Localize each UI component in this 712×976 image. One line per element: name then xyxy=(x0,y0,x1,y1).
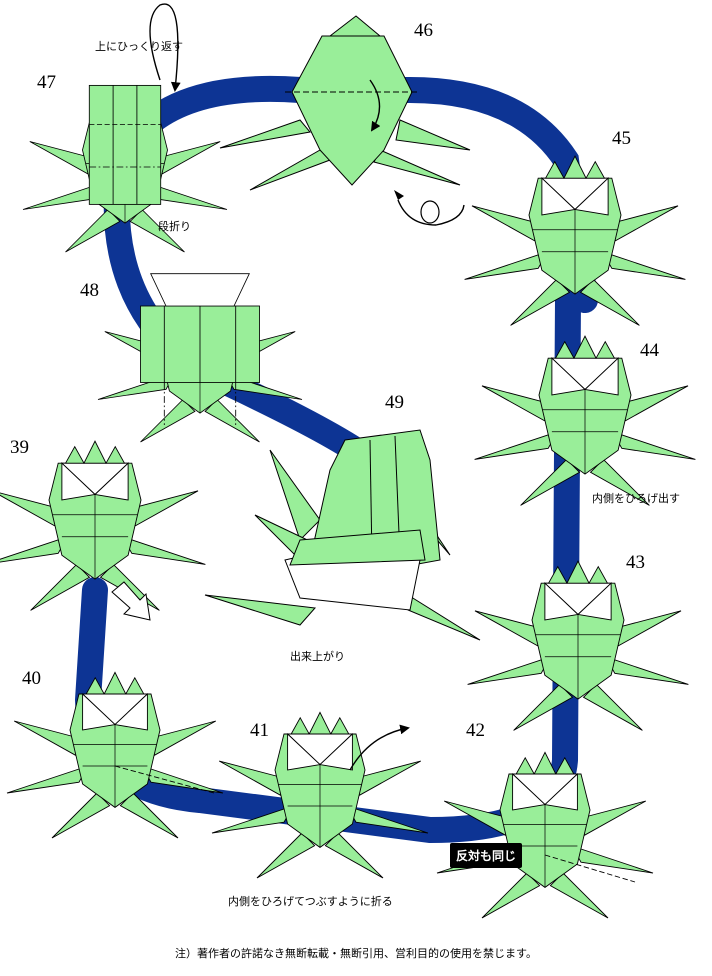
note-open-and-squash: 内側をひろげてつぶすように折る xyxy=(228,895,393,908)
note-flip-over: 上にひっくり返す xyxy=(95,40,183,53)
step-number-46: 46 xyxy=(414,20,433,41)
step-number-39: 39 xyxy=(10,437,29,458)
step-number-47: 47 xyxy=(37,72,56,93)
model-step-44 xyxy=(474,335,696,506)
step-number-43: 43 xyxy=(626,552,645,573)
step-number-42: 42 xyxy=(466,720,485,741)
step-number-45: 45 xyxy=(612,128,631,149)
model-step-48 xyxy=(97,273,303,443)
step-number-40: 40 xyxy=(22,668,41,689)
rotate-arrow-icon xyxy=(394,190,465,226)
model-step-40 xyxy=(6,671,224,839)
step-number-48: 48 xyxy=(80,280,99,301)
step-number-41: 41 xyxy=(250,720,269,741)
model-step-49 xyxy=(204,429,481,641)
copyright-notice: 注）著作者の許諾なき無断転載・無断引用、営利目的の使用を禁じます。 xyxy=(175,947,537,960)
note-step-fold: 段折り xyxy=(158,220,191,233)
note-finished: 出来上がり xyxy=(290,650,345,663)
note-pull-inside-out: 内側をひろげ出す xyxy=(592,492,680,505)
fold-arrow-icon xyxy=(349,724,410,771)
badge-same-opposite: 反対も同じ xyxy=(450,843,523,868)
step-number-49: 49 xyxy=(385,392,404,413)
flip-arrow-icon xyxy=(149,3,181,92)
model-step-46 xyxy=(219,15,471,191)
step-number-44: 44 xyxy=(640,340,659,361)
push-arrow-icon xyxy=(111,581,151,621)
model-step-47 xyxy=(22,84,228,253)
